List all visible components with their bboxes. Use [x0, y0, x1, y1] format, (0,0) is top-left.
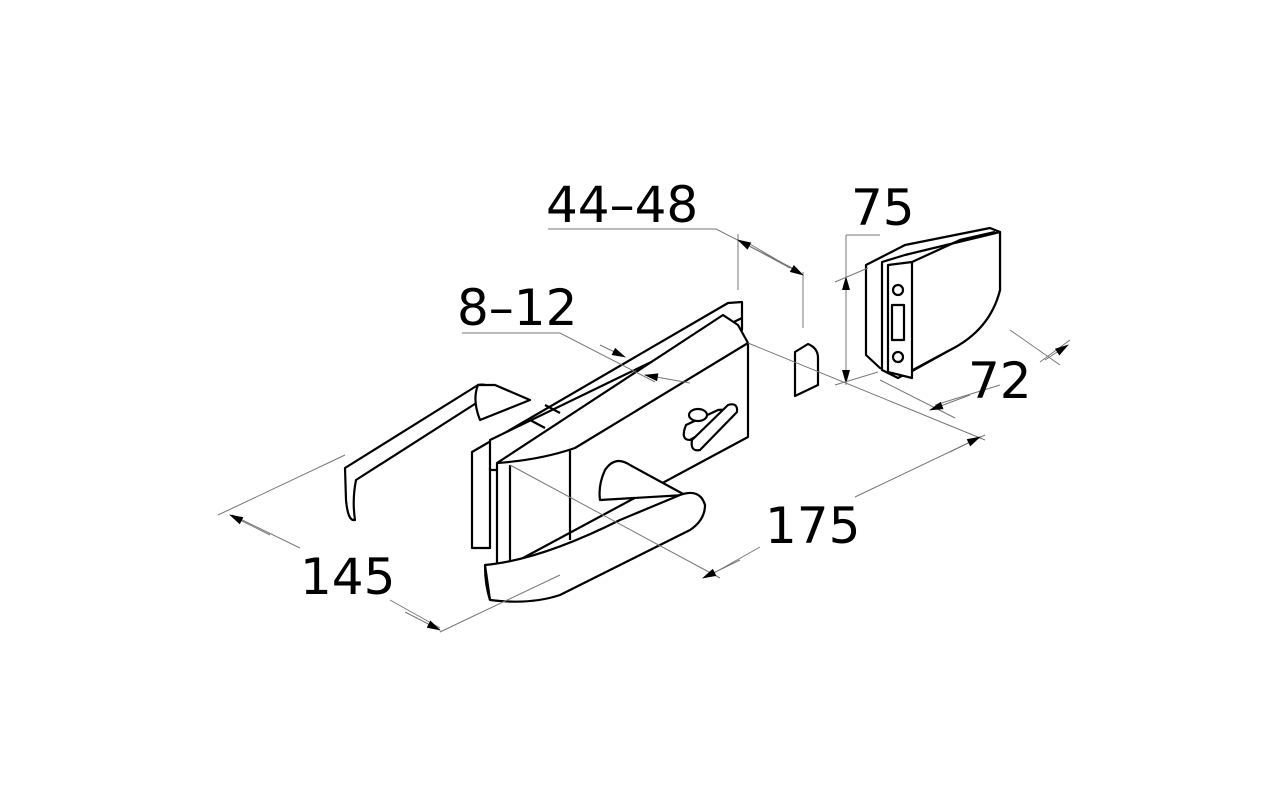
- dimension-label-75: 75: [851, 179, 915, 237]
- thumb-turn: [682, 403, 739, 452]
- dimension-label-72: 72: [968, 352, 1032, 410]
- dimension-label-145: 145: [300, 548, 395, 606]
- front-handle: [483, 459, 707, 603]
- dimension-label-44-48: 44–48: [546, 176, 698, 234]
- dimension-label-175: 175: [765, 497, 860, 555]
- back-handle: [343, 383, 532, 522]
- latch-bolt: [793, 342, 820, 398]
- dimension-lines: [217, 228, 1071, 633]
- strike-plate: [864, 226, 1002, 380]
- dimension-label-8-12: 8–12: [457, 279, 577, 337]
